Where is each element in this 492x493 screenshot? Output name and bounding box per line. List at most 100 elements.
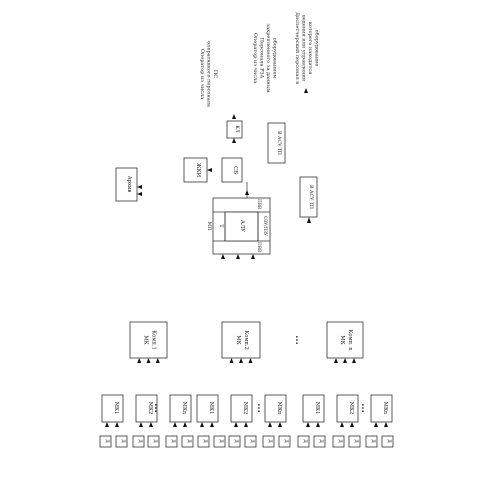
mk-label: МК2 xyxy=(348,402,354,415)
mk-input-arrow xyxy=(340,422,344,427)
mk-box xyxy=(135,394,158,423)
sensor-label: Д xyxy=(120,439,126,443)
sensor-label: Д xyxy=(370,439,376,443)
kl-label: КЛ xyxy=(234,125,240,133)
mp-input-arrow xyxy=(221,254,225,259)
note-operator-rza: оборудованием xyxy=(272,38,279,79)
mk-box xyxy=(196,394,219,423)
mk-input-arrow xyxy=(316,422,320,427)
mk-input-arrow xyxy=(200,422,204,427)
complex-input-arrow xyxy=(248,358,253,363)
complex-input-arrow xyxy=(137,358,142,363)
mk-ellipsis: ... xyxy=(359,403,369,412)
sensor-box xyxy=(278,435,291,448)
asu-tp-block-1: В АСУ ТП xyxy=(267,122,286,164)
mk-box xyxy=(302,394,325,423)
note-operator-ps: ПС xyxy=(212,70,218,78)
mk-ellipsis: ... xyxy=(152,403,162,412)
mk-label: МК2 xyxy=(147,402,153,415)
note-operator-ps: оперативного персонала xyxy=(206,41,212,107)
mk-label: МКn xyxy=(276,402,282,415)
mp-input-arrow xyxy=(251,254,255,259)
mk-input-arrow xyxy=(183,422,187,427)
complex-box xyxy=(129,321,168,359)
archive-box xyxy=(115,167,138,202)
sensor-label: Д xyxy=(202,439,208,443)
sensor-box xyxy=(297,435,310,448)
mk-box xyxy=(370,394,393,423)
kl-top-arrow xyxy=(232,114,236,119)
complex-input-arrow xyxy=(343,358,347,363)
complex-label-line2: Комп.2 xyxy=(243,330,249,350)
note-dispatcher-arrow xyxy=(304,88,308,93)
sensor-box xyxy=(197,435,210,448)
note-dispatcher: оборудование xyxy=(314,30,321,67)
archive-arrow xyxy=(137,192,142,196)
sensor-box xyxy=(381,435,394,448)
asu-tp-box-2 xyxy=(299,176,318,218)
complex-label-line2: Комп.1 xyxy=(151,330,157,350)
sensor-box xyxy=(262,435,275,448)
mk-label: МК1 xyxy=(314,402,320,415)
complex-input-arrow xyxy=(352,358,356,363)
mk-ellipsis: ... xyxy=(255,403,265,412)
mk-input-arrow xyxy=(384,422,388,427)
mp-ozu-label: ОЗУ/ПЗУ xyxy=(263,216,268,236)
mk-input-arrow xyxy=(115,422,119,427)
zhki-label: ЖКИ xyxy=(195,163,201,178)
sensor-box xyxy=(313,435,326,448)
sb-mp-arrow xyxy=(245,190,249,195)
mp-input-arrows xyxy=(221,254,255,259)
sensor-label: Д xyxy=(283,439,289,443)
mk-label: МКn xyxy=(181,402,187,415)
archive-arrow xyxy=(137,185,142,189)
sensor-label: Д xyxy=(137,439,143,443)
mk-input-arrow xyxy=(210,422,214,427)
sensor-label: Д xyxy=(104,439,110,443)
sensor-label: Д xyxy=(267,439,273,443)
sensor-box xyxy=(244,435,257,448)
sensor-label: Д xyxy=(249,439,255,443)
note-dispatcher: ведении или управлении xyxy=(301,15,307,82)
asu-tp-box-1 xyxy=(267,122,286,164)
sensor-label: Д xyxy=(186,439,192,443)
mk-box xyxy=(336,394,359,423)
mk-label: МКn xyxy=(382,402,388,415)
zhki-arrow xyxy=(207,168,212,172)
complex-input-arrow xyxy=(239,358,243,363)
sensor-box xyxy=(99,435,112,448)
sensor-label: Д xyxy=(170,439,176,443)
sensor-box xyxy=(365,435,378,448)
sensor-label: Д xyxy=(337,439,343,443)
mk-input-arrow xyxy=(374,422,378,427)
asu-tp-block-2: В АСУ ТП xyxy=(299,176,318,223)
sensor-label: Д xyxy=(152,439,158,443)
sb-block: СБ xyxy=(221,157,249,198)
zhki-block: ЖКИ xyxy=(183,157,212,183)
complex-box xyxy=(221,321,261,359)
asu-tp-arrow-2 xyxy=(307,217,311,223)
kl-box xyxy=(226,120,243,139)
kl-arrow xyxy=(232,138,236,143)
sensor-box xyxy=(115,435,128,448)
mk-input-arrow xyxy=(350,422,354,427)
sensor-label: Д xyxy=(233,439,239,443)
complex-label-line2: Комп. n xyxy=(347,329,353,351)
mk-label: МК1 xyxy=(113,402,119,415)
sensor-box xyxy=(348,435,361,448)
note-operator-ps: Оператор из числа xyxy=(199,49,205,99)
mp-pvv-bottom-label: ПВВ xyxy=(257,242,262,252)
sb-label: СБ xyxy=(232,166,238,174)
mk-box xyxy=(230,394,253,423)
mp-t-label: Т xyxy=(218,224,224,228)
note-operator-rza: закрепленного за данным xyxy=(265,23,271,92)
mp-alu-box xyxy=(224,211,259,242)
complex-label-line1: МК xyxy=(143,335,149,344)
mk-input-arrow xyxy=(149,422,153,427)
complex-label-line1: МК xyxy=(339,335,345,344)
mp-alu-label: АЛУ xyxy=(239,220,245,232)
